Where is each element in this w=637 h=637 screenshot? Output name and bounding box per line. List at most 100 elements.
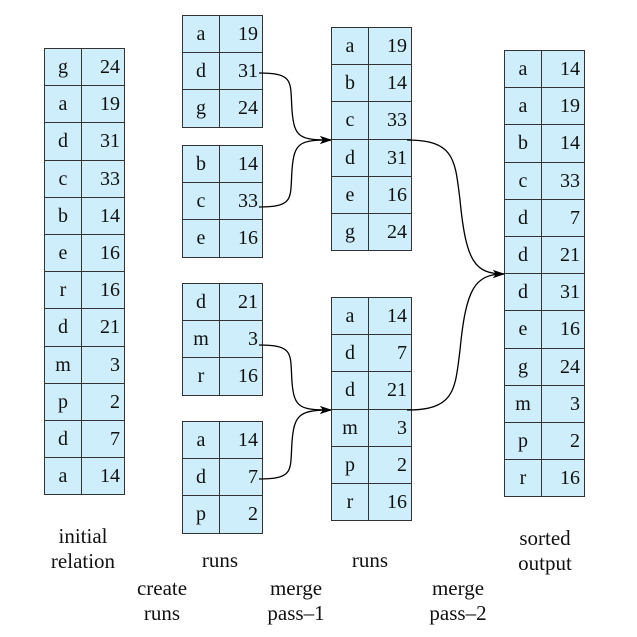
key-cell: a (331, 296, 369, 336)
value-cell: 16 (541, 459, 585, 498)
value-cell: 19 (81, 85, 125, 124)
key-cell: a (504, 87, 542, 126)
label-initial-relation: initial relation (50, 524, 116, 573)
key-cell: m (504, 384, 542, 423)
value-cell: 33 (81, 159, 125, 198)
value-cell: 14 (81, 457, 125, 496)
value-cell: 24 (541, 347, 585, 386)
value-cell: 14 (368, 64, 412, 103)
label-create-runs: create runs (136, 576, 188, 625)
value-cell: 24 (219, 89, 263, 128)
value-cell: 21 (219, 282, 263, 322)
arrow-run1-to-merge1 (258, 72, 332, 144)
arrow-merge1-to-output (406, 139, 505, 278)
value-cell: 14 (541, 49, 585, 89)
label-merge-pass-1: merge pass–1 (267, 576, 325, 625)
value-cell: 33 (368, 101, 412, 140)
key-cell: a (504, 49, 542, 89)
value-cell: 16 (368, 175, 412, 214)
value-cell: 7 (81, 419, 125, 459)
value-cell: 16 (541, 310, 585, 349)
value-cell: 19 (368, 26, 412, 66)
value-cell: 31 (81, 122, 125, 161)
key-cell: b (504, 124, 542, 163)
value-cell: 2 (541, 421, 585, 461)
key-cell: d (44, 122, 82, 161)
key-cell: c (44, 159, 82, 198)
key-cell: e (331, 175, 369, 214)
value-cell: 21 (81, 308, 125, 347)
key-cell: d (504, 198, 542, 237)
value-cell: 24 (81, 47, 125, 87)
value-cell: 31 (541, 273, 585, 312)
value-cell: 3 (81, 345, 125, 384)
value-cell: 3 (541, 384, 585, 423)
value-cell: 16 (219, 357, 263, 396)
value-cell: 31 (368, 138, 412, 177)
value-cell: 16 (219, 219, 263, 258)
value-cell: 14 (219, 144, 263, 184)
value-cell: 2 (219, 495, 263, 534)
key-cell: b (182, 144, 220, 184)
arrow-run2-to-merge1 (258, 136, 332, 208)
key-cell: r (44, 271, 82, 310)
value-cell: 33 (541, 161, 585, 200)
value-cell: 2 (368, 445, 412, 484)
value-cell: 14 (219, 420, 263, 460)
value-cell: 33 (219, 182, 263, 221)
key-cell: p (182, 495, 220, 534)
value-cell: 7 (368, 334, 412, 373)
value-cell: 19 (541, 87, 585, 126)
value-cell: 14 (541, 124, 585, 163)
key-cell: d (44, 308, 82, 347)
key-cell: p (331, 445, 369, 484)
label-runs-1: runs (201, 548, 239, 572)
value-cell: 16 (81, 233, 125, 273)
key-cell: a (182, 420, 220, 460)
key-cell: a (44, 457, 82, 496)
key-cell: m (182, 320, 220, 359)
key-cell: d (331, 334, 369, 373)
value-cell: 3 (219, 320, 263, 359)
value-cell: 14 (368, 296, 412, 336)
